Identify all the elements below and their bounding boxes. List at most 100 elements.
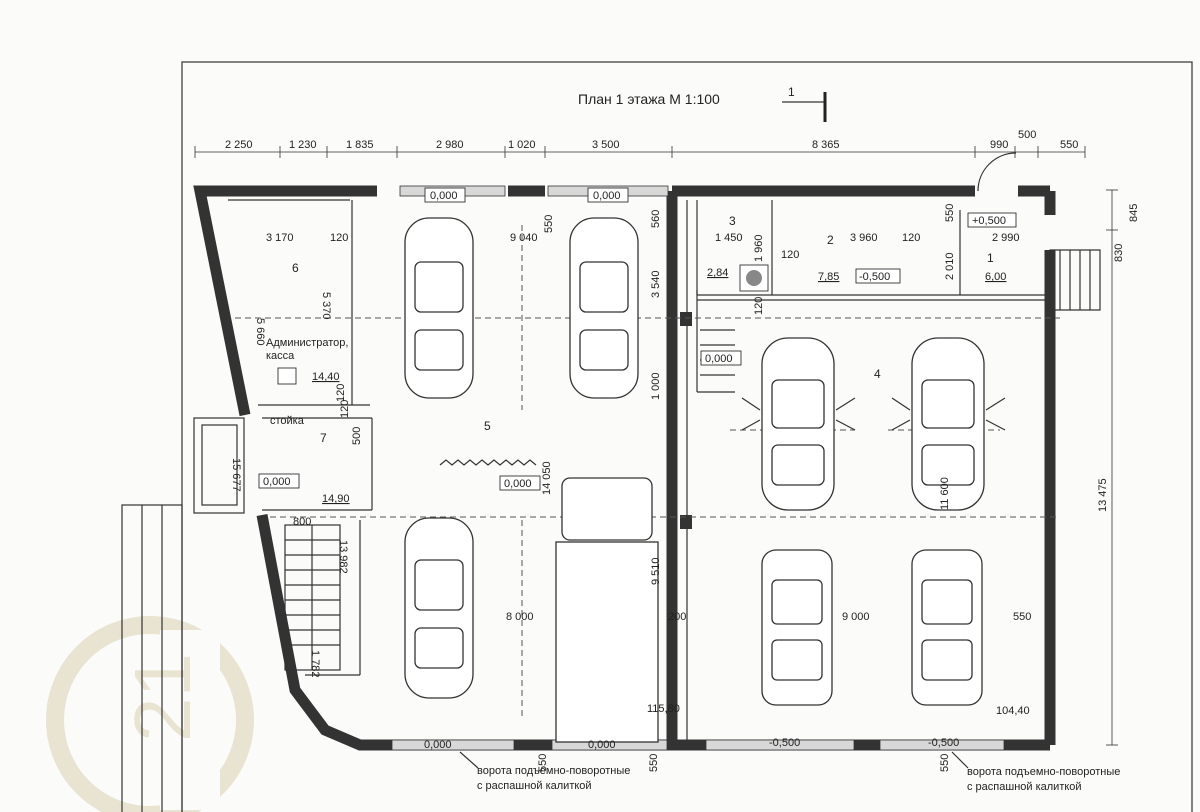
svg-text:2 010: 2 010 <box>944 252 956 280</box>
svg-text:1: 1 <box>788 85 795 99</box>
room-area: 14,90 <box>322 493 350 505</box>
svg-text:8 365: 8 365 <box>812 139 840 151</box>
level-marks: 0,000 0,000 +0,500 -0,500 0,000 0,000 0,… <box>258 187 1017 751</box>
room-number: 5 <box>484 419 491 433</box>
svg-text:0,000: 0,000 <box>424 739 452 751</box>
svg-text:3 170: 3 170 <box>266 232 294 244</box>
staircase <box>284 524 341 671</box>
svg-text:5 370: 5 370 <box>320 292 332 320</box>
right-entry-stair <box>1049 249 1101 311</box>
room-number: 4 <box>874 367 881 381</box>
svg-text:500: 500 <box>1018 129 1036 141</box>
svg-text:3 540: 3 540 <box>650 270 662 298</box>
svg-text:1 450: 1 450 <box>715 232 743 244</box>
svg-text:8 000: 8 000 <box>506 611 534 623</box>
car-icon <box>761 549 833 706</box>
gate-notes: ворота подъемно-поворотные с распашной к… <box>459 751 1120 793</box>
svg-text:550: 550 <box>537 754 549 772</box>
room-area: 2,84 <box>707 267 728 279</box>
svg-text:15 677: 15 677 <box>230 458 242 492</box>
lift-arms <box>741 397 1006 431</box>
top-dimension-chain: 2 250 1 230 1 835 2 980 1 020 3 500 8 36… <box>194 129 1086 158</box>
svg-text:550: 550 <box>939 754 951 772</box>
svg-text:1 230: 1 230 <box>289 139 317 151</box>
svg-text:-0,500: -0,500 <box>859 271 890 283</box>
admin-label: касса <box>266 350 295 362</box>
svg-text:1 020: 1 020 <box>508 139 536 151</box>
svg-text:120: 120 <box>339 400 351 418</box>
room-number: 7 <box>320 431 327 445</box>
car-icon <box>911 549 983 706</box>
svg-text:104,40: 104,40 <box>996 705 1030 717</box>
interior-partitions <box>228 199 1045 740</box>
svg-text:11 600: 11 600 <box>939 477 951 510</box>
svg-text:550: 550 <box>543 215 555 233</box>
svg-text:0,000: 0,000 <box>593 190 621 202</box>
svg-text:2 980: 2 980 <box>436 139 464 151</box>
bottom-gates <box>391 739 1005 751</box>
entry-vestibule-inner <box>201 424 238 506</box>
section-mark: 1 <box>782 85 827 122</box>
svg-text:14 050: 14 050 <box>541 461 553 495</box>
svg-text:120: 120 <box>753 297 765 315</box>
svg-text:-0,500: -0,500 <box>769 737 800 749</box>
svg-text:ворота подъемно-поворотные: ворота подъемно-поворотные <box>967 766 1120 778</box>
svg-text:0,000: 0,000 <box>263 476 291 488</box>
column <box>680 515 692 529</box>
door-swing <box>977 152 1017 192</box>
room-labels: 1 6,00 2 7,85 3 2,84 4 5 6 14,40 7 14,90… <box>266 214 1006 505</box>
room-number: 1 <box>987 251 994 265</box>
svg-text:120: 120 <box>781 249 799 261</box>
zigzag-line <box>439 459 537 466</box>
svg-text:13 982: 13 982 <box>337 540 349 574</box>
svg-text:0,000: 0,000 <box>430 190 458 202</box>
svg-text:500: 500 <box>351 427 363 445</box>
drawing-frame <box>181 61 1193 812</box>
svg-text:с распашной калиткой: с распашной калиткой <box>967 781 1082 793</box>
room-area: 6,00 <box>985 271 1006 283</box>
svg-text:560: 560 <box>650 210 662 228</box>
stoika-label: стойка <box>270 415 305 427</box>
car-icon <box>761 337 835 511</box>
inner-dimensions: 3 170 120 9 040 550 560 1 450 1 960 120 … <box>230 204 1031 772</box>
drain-icon <box>746 270 762 286</box>
right-dimension-chain: 845 830 13 475 <box>1097 189 1140 746</box>
truck-icon <box>555 477 659 743</box>
room-area: 7,85 <box>818 271 839 283</box>
chair-icon <box>277 367 297 385</box>
svg-text:115,80: 115,80 <box>647 703 680 715</box>
svg-text:2 990: 2 990 <box>992 232 1020 244</box>
sink-icon <box>739 264 769 292</box>
svg-text:1 782: 1 782 <box>309 650 321 678</box>
car-icon <box>569 217 639 399</box>
svg-text:0,000: 0,000 <box>705 353 733 365</box>
room-area: 14,40 <box>312 371 340 383</box>
car-icon <box>404 217 474 399</box>
svg-text:3 960: 3 960 <box>850 232 878 244</box>
svg-text:2 250: 2 250 <box>225 139 253 151</box>
admin-label: Администратор, <box>266 337 348 349</box>
svg-text:3 500: 3 500 <box>592 139 620 151</box>
plan-title: План 1 этажа М 1:100 <box>578 91 720 107</box>
svg-text:550: 550 <box>1060 139 1078 151</box>
svg-text:200: 200 <box>668 611 686 623</box>
svg-text:1 000: 1 000 <box>650 372 662 400</box>
room-number: 2 <box>827 233 834 247</box>
entry-vestibule <box>193 417 245 514</box>
svg-text:830: 830 <box>1113 244 1125 262</box>
svg-text:120: 120 <box>902 232 920 244</box>
svg-text:800: 800 <box>293 516 311 528</box>
svg-text:9 510: 9 510 <box>650 557 662 585</box>
watermark-logo: 21 <box>46 616 254 812</box>
svg-text:с распашной калиткой: с распашной калиткой <box>477 780 592 792</box>
svg-text:9 040: 9 040 <box>510 232 538 244</box>
svg-text:990: 990 <box>990 139 1008 151</box>
svg-text:120: 120 <box>330 232 348 244</box>
svg-text:0,000: 0,000 <box>588 739 616 751</box>
cars <box>404 217 1006 743</box>
room-number: 6 <box>292 261 299 275</box>
svg-text:120: 120 <box>335 384 347 402</box>
svg-text:550: 550 <box>648 754 660 772</box>
svg-text:550: 550 <box>944 204 956 222</box>
